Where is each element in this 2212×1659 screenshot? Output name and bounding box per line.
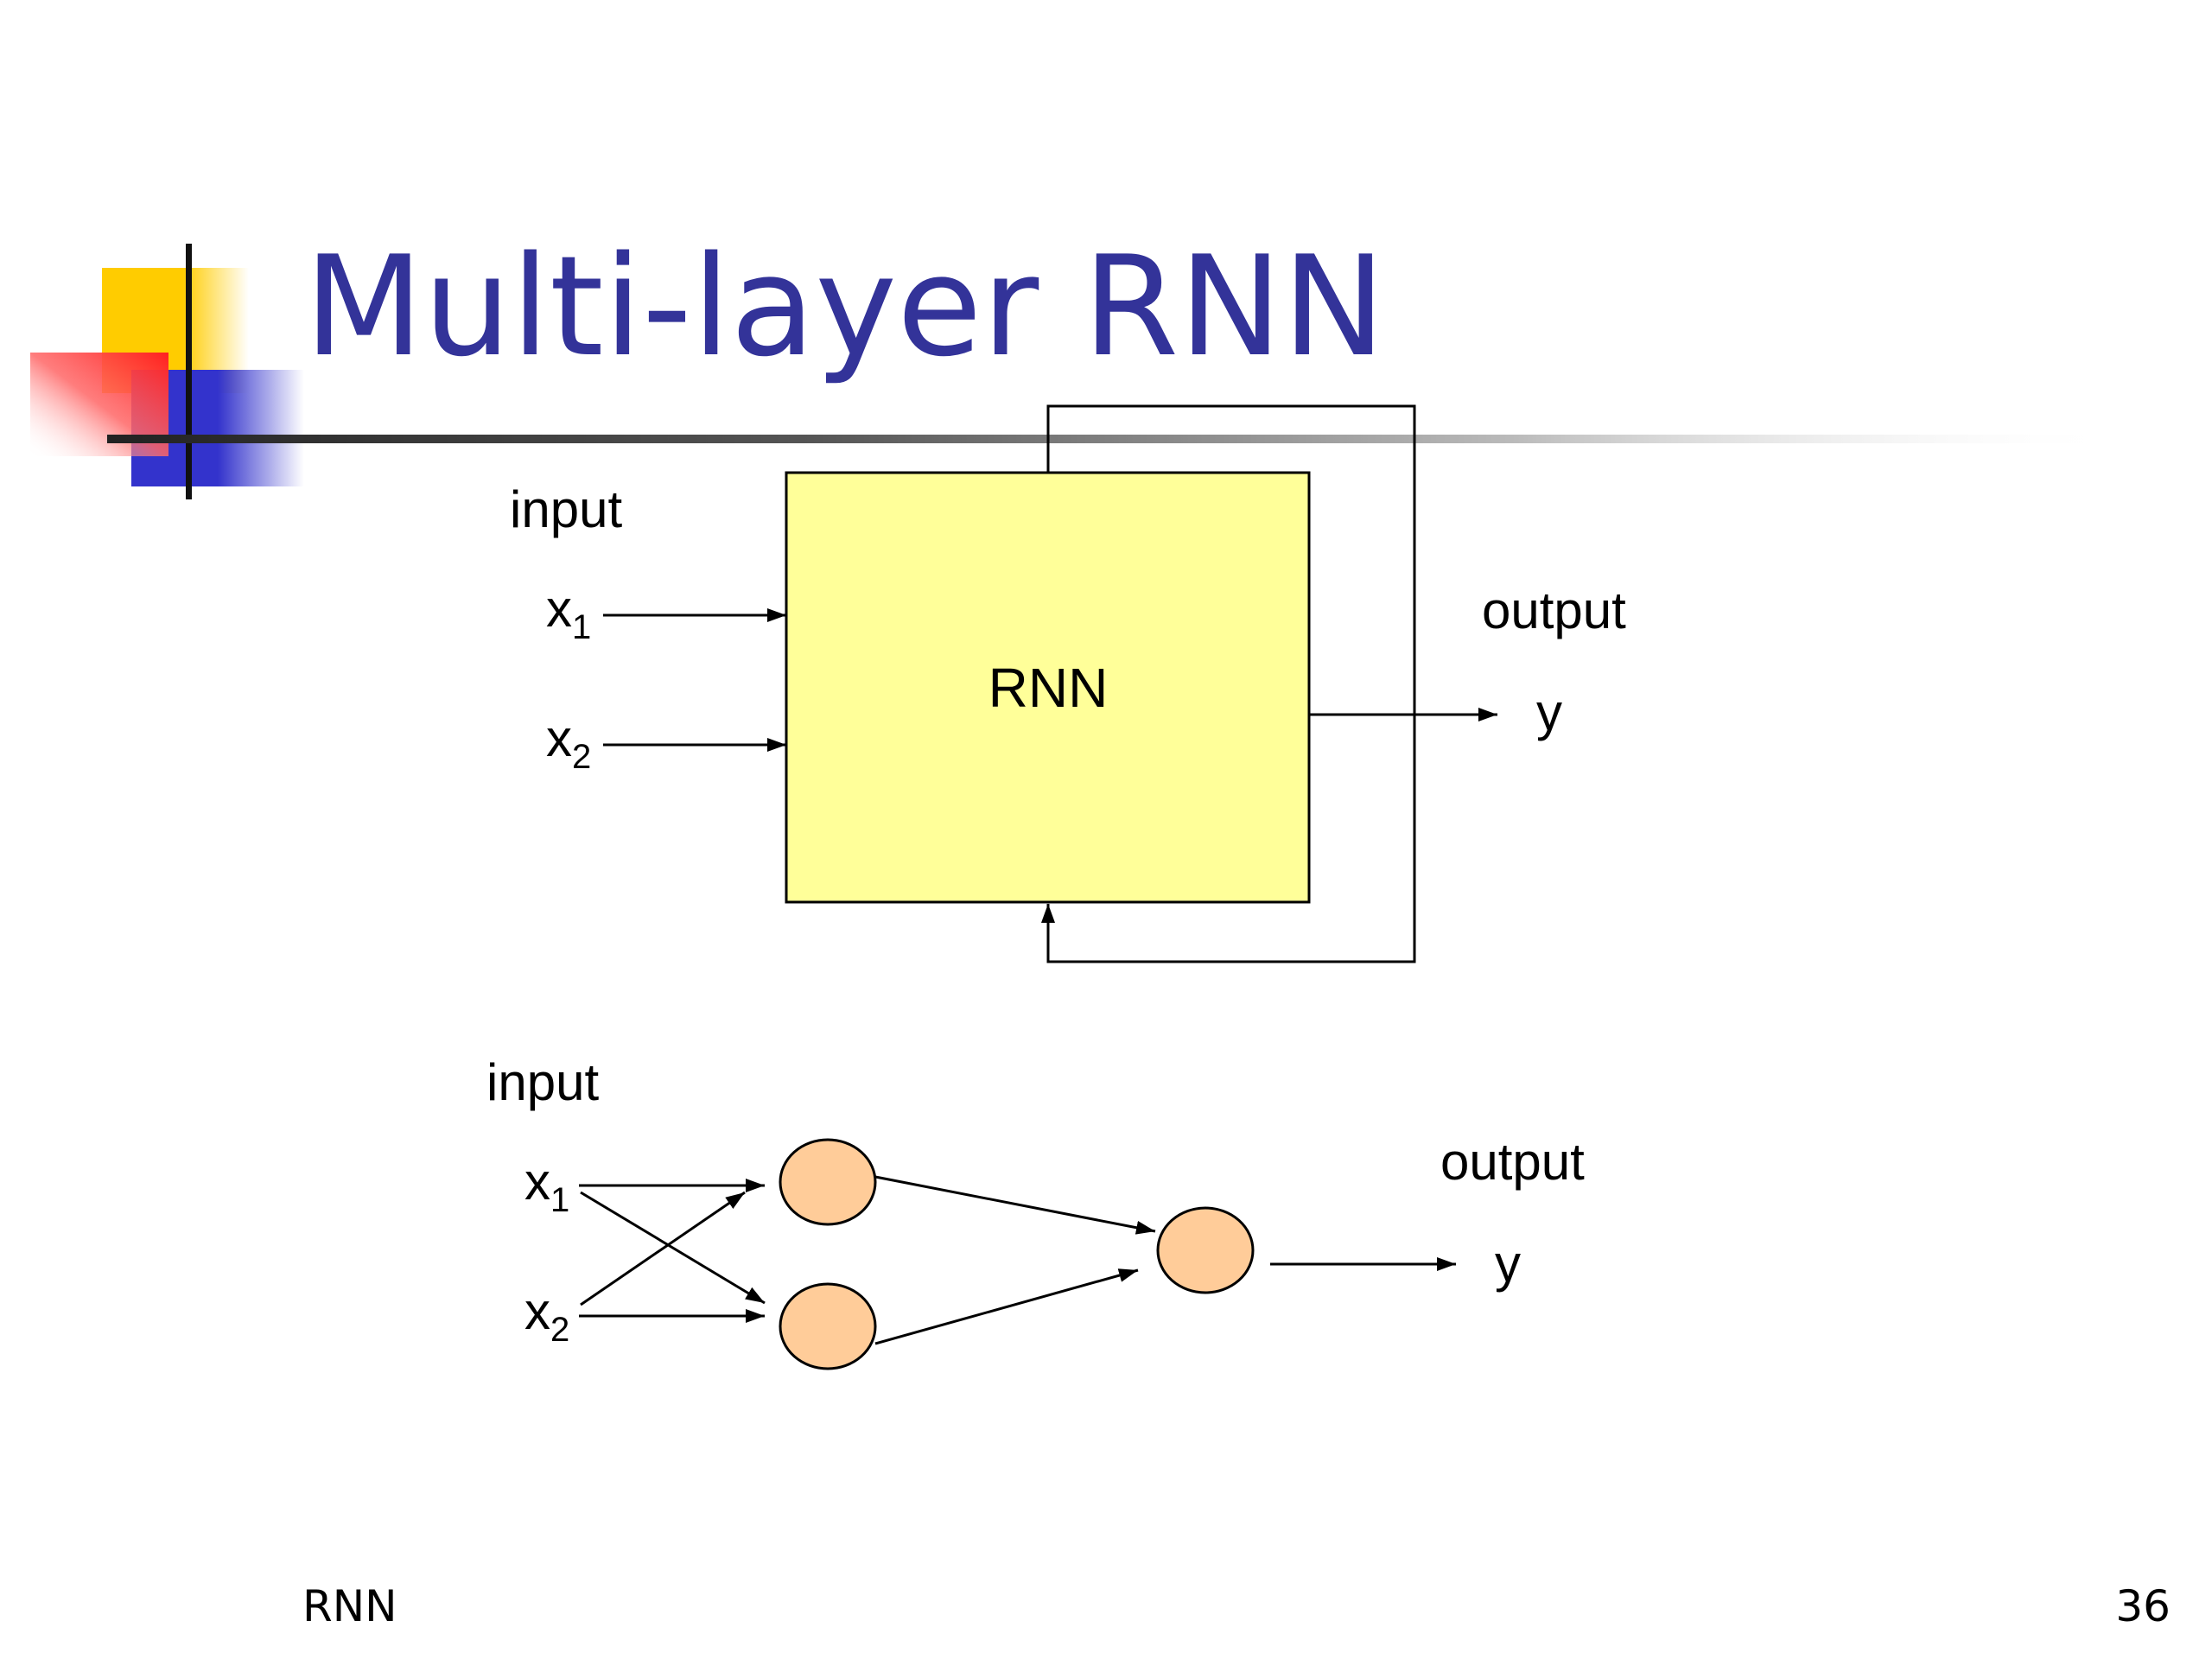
top-y-label: y (1536, 683, 1562, 741)
bottom-output-label: output (1440, 1133, 1585, 1191)
rnn-box-label: RNN (988, 657, 1109, 719)
bottom-y-label: y (1495, 1235, 1521, 1293)
top-diagram: input x1 x2 RNN output y (510, 404, 1626, 963)
rnn-box (785, 471, 1311, 904)
bottom-x2-label: x2 (524, 1282, 569, 1349)
top-input-label: input (510, 480, 622, 538)
bottom-input-label: input (486, 1053, 599, 1111)
edge-x1-h2 (580, 1191, 766, 1305)
title-underline (107, 435, 2120, 443)
top-x2-label: x2 (546, 709, 591, 776)
edge-x2-h1 (580, 1191, 746, 1306)
slide-title: Multi-layer RNN (304, 226, 1386, 387)
recurrent-loop (1041, 404, 1416, 963)
bottom-x1-label: x1 (524, 1153, 569, 1219)
hidden-node-2 (779, 1282, 877, 1370)
page-number: 36 (2115, 1581, 2171, 1631)
deco-vertical-bar (186, 244, 192, 499)
edge-h2-out (874, 1268, 1139, 1345)
footer-label: RNN (302, 1581, 397, 1631)
edge-h1-out (874, 1175, 1156, 1235)
top-output-label: output (1482, 582, 1626, 639)
bottom-diagram: input x1 x2 output y (486, 1053, 1585, 1370)
output-node (1156, 1206, 1255, 1294)
hidden-node-1 (779, 1138, 877, 1226)
top-x1-label: x1 (546, 580, 591, 646)
